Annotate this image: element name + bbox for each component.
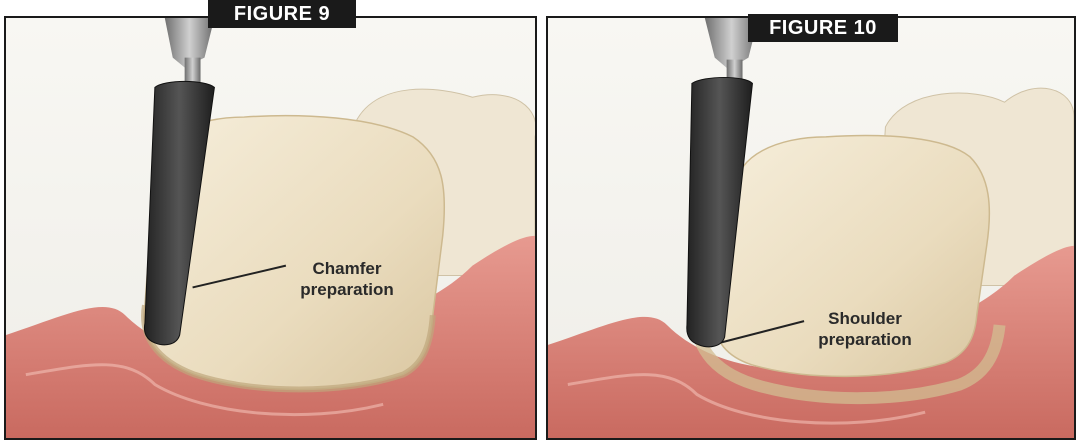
chamfer-label-line1: Chamfer xyxy=(282,258,412,279)
figure-9-tag: FIGURE 9 xyxy=(208,0,356,28)
shoulder-label-line1: Shoulder xyxy=(800,308,930,329)
chamfer-illustration xyxy=(6,18,535,438)
figure-10-panel xyxy=(546,16,1076,440)
chamfer-label-line2: preparation xyxy=(282,279,412,300)
figure-10-tag: FIGURE 10 xyxy=(748,14,898,42)
shoulder-illustration xyxy=(548,18,1074,438)
figure-9-panel: Chamfer preparation xyxy=(4,16,537,440)
shoulder-label-line2: preparation xyxy=(800,329,930,350)
shoulder-label: Shoulder preparation xyxy=(800,308,930,350)
chamfer-label: Chamfer preparation xyxy=(282,258,412,300)
